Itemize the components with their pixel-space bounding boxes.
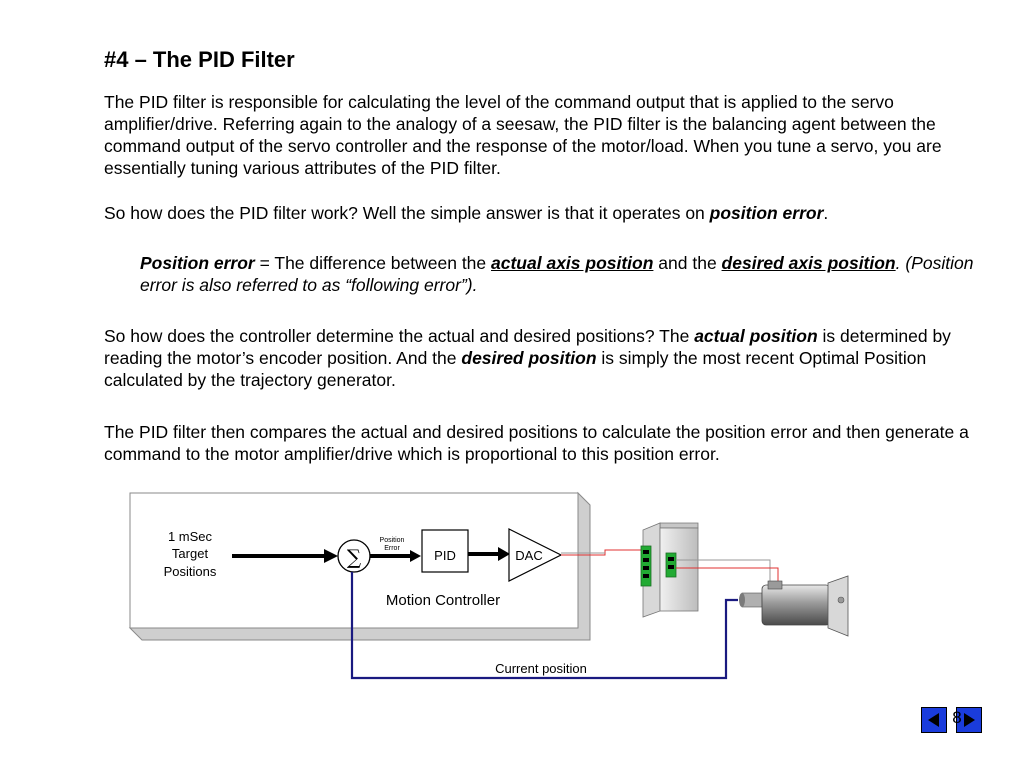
motion-controller-label: Motion Controller bbox=[386, 592, 500, 609]
motion-controller-box bbox=[128, 491, 591, 641]
desired-axis-position-term: desired axis position bbox=[721, 253, 896, 273]
desired-position-term: desired position bbox=[461, 348, 597, 368]
definition-paragraph: Position error = The difference between … bbox=[140, 253, 974, 295]
actual-axis-position-term: actual axis position bbox=[491, 253, 654, 273]
page-number: 8 bbox=[952, 708, 962, 727]
arrow-left-icon bbox=[928, 713, 939, 727]
position-error-label-line2: Error bbox=[384, 545, 400, 552]
pid-block: PID bbox=[421, 529, 469, 573]
pid-label: PID bbox=[434, 548, 456, 563]
input-label-line1: 1 mSec bbox=[168, 529, 213, 544]
current-position-label: Current position bbox=[495, 661, 587, 676]
power-wire-red bbox=[676, 567, 779, 585]
question-paragraph: So how does the PID filter work? Well th… bbox=[104, 203, 829, 223]
servo-drive bbox=[640, 522, 699, 618]
definition-note: . (Position error is also referred to as… bbox=[140, 253, 974, 295]
intro-paragraph: The PID filter is responsible for calcul… bbox=[104, 92, 942, 178]
actual-position-term: actual position bbox=[694, 326, 818, 346]
feedback-line bbox=[350, 572, 738, 680]
conclusion-paragraph: The PID filter then compares the actual … bbox=[104, 422, 969, 464]
summing-symbol: ∑ bbox=[347, 545, 362, 569]
previous-slide-button[interactable] bbox=[921, 707, 947, 733]
power-wire-grey bbox=[676, 559, 771, 585]
input-label-line2: Target bbox=[172, 546, 209, 561]
dac-block: DAC bbox=[508, 528, 563, 582]
summing-junction: ∑ bbox=[337, 539, 371, 573]
slide-title: #4 – The PID Filter bbox=[104, 47, 295, 72]
arrow-right-icon bbox=[964, 713, 975, 727]
position-error-emphasis: position error bbox=[709, 203, 824, 223]
input-label-line3: Positions bbox=[164, 564, 217, 579]
dac-label: DAC bbox=[515, 548, 542, 563]
definition-term: Position error bbox=[140, 253, 255, 273]
positions-paragraph: So how does the controller determine the… bbox=[104, 326, 951, 390]
servo-motor-icon bbox=[739, 575, 849, 637]
position-error-label-line1: Position bbox=[380, 537, 405, 544]
next-slide-button[interactable] bbox=[956, 707, 982, 733]
